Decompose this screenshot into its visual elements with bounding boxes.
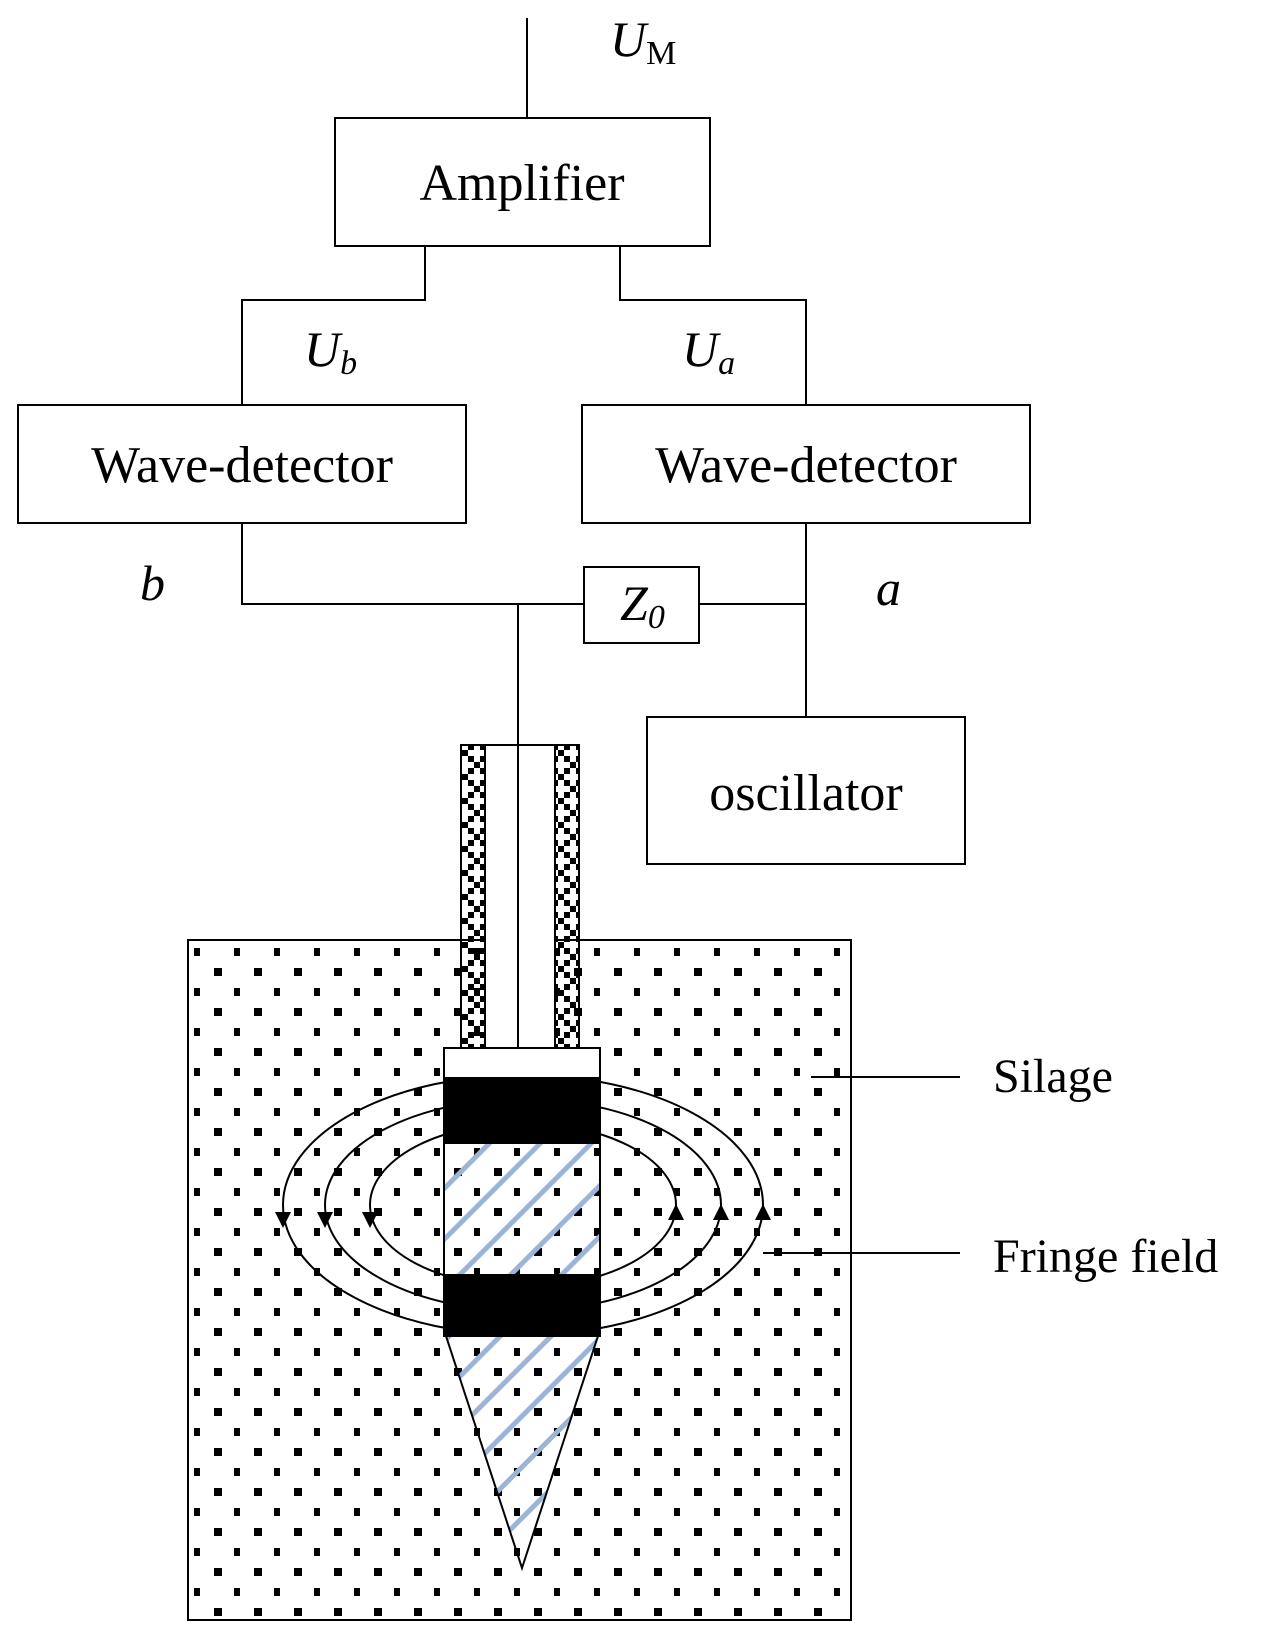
wire-amp-to-left-detector: [241, 246, 426, 405]
um-label: UM: [610, 11, 676, 72]
field-arrow-right-inner: [668, 1204, 684, 1220]
oscillator-label: oscillator: [709, 765, 903, 822]
ua-label: Ua: [682, 321, 735, 382]
field-arrow-left-inner: [362, 1212, 378, 1228]
wave-detector-right-block: [581, 404, 1031, 524]
wire-amp-to-right-detector: [619, 246, 807, 405]
field-arrow-right-outer: [755, 1204, 771, 1220]
cable-shield-right: [554, 744, 580, 1049]
oscillator-block: [646, 716, 966, 865]
cable-shield-left: [460, 744, 486, 1049]
z0-impedance-block: [583, 566, 700, 644]
probe-electrode-upper: [444, 1078, 600, 1144]
field-arrow-right-middle: [713, 1204, 729, 1220]
amplifier-label: Amplifier: [419, 155, 624, 212]
field-arrow-left-middle: [317, 1212, 333, 1228]
amplifier-block: [334, 117, 711, 247]
silage-label: Silage: [993, 1050, 1113, 1103]
wave-detector-left-block: [17, 404, 467, 524]
wave-detector-right-label: Wave-detector: [655, 437, 957, 494]
ub-label: Ub: [304, 321, 357, 382]
probe-cap: [443, 1047, 601, 1079]
field-arrow-left-outer: [275, 1212, 291, 1228]
probe-electrode-lower: [444, 1274, 600, 1336]
wire-node-b: [241, 523, 584, 605]
node-b-label: b: [140, 555, 165, 611]
wave-detector-left-label: Wave-detector: [91, 437, 393, 494]
z0-label: Z0: [620, 575, 665, 636]
node-a-label: a: [876, 560, 901, 616]
fringe-field-label: Fringe field: [993, 1230, 1218, 1283]
probe-tip: [444, 1335, 600, 1572]
cable-core: [484, 744, 556, 1049]
